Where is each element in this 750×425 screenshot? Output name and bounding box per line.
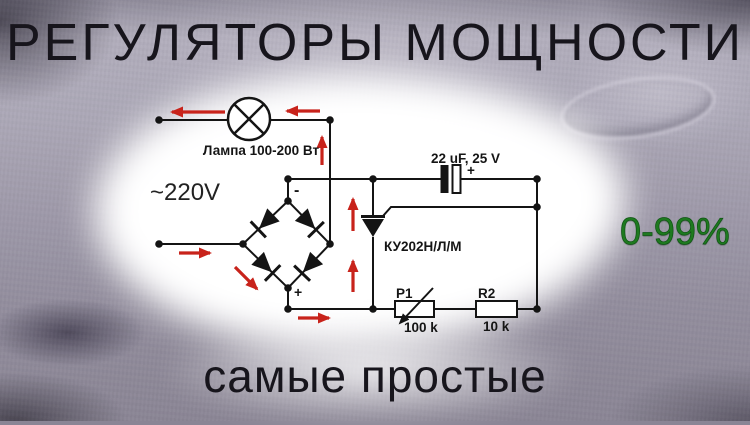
thyristor-symbol (361, 215, 385, 237)
capacitor-label: 22 uF, 25 V (431, 151, 500, 166)
bridge-diamond (241, 199, 332, 290)
thyristor-gate-wire (382, 206, 537, 217)
bridge-negative-label: - (294, 182, 299, 199)
potentiometer-name-label: P1 (396, 286, 413, 301)
diode-upper-right (294, 208, 325, 239)
source-voltage-label: ~220V (150, 179, 220, 206)
thyristor-label: КУ202Н/Л/М (384, 239, 461, 254)
page-subtitle: самые простые (203, 350, 547, 402)
resistor-name-label: R2 (478, 286, 495, 301)
potentiometer-symbol (394, 287, 435, 325)
junction-dots (155, 116, 541, 313)
diode-upper-left (249, 208, 280, 239)
resistor-value-label: 10 k (483, 319, 510, 334)
resistor-symbol (475, 300, 518, 318)
diode-lower-right (293, 251, 324, 282)
bridge-positive-label: + (294, 284, 302, 300)
lamp-label: Лампа 100-200 Вт (203, 143, 320, 158)
power-range-badge: 0-99% (620, 211, 731, 254)
capacitor-symbol (440, 164, 462, 194)
bottom-white-glow (160, 315, 580, 425)
potentiometer-value-label: 100 k (404, 320, 438, 335)
page-title: РЕГУЛЯТОРЫ МОЩНОСТИ (5, 14, 745, 72)
current-flow-arrows (170, 105, 359, 324)
capacitor-polarity-label: + (467, 163, 475, 178)
rheostat-arrow (398, 287, 434, 325)
diode-bridge (249, 208, 325, 282)
lamp-symbol (226, 96, 272, 142)
arrow-diagonal-bridge (233, 265, 259, 291)
diode-lower-left (251, 251, 282, 282)
